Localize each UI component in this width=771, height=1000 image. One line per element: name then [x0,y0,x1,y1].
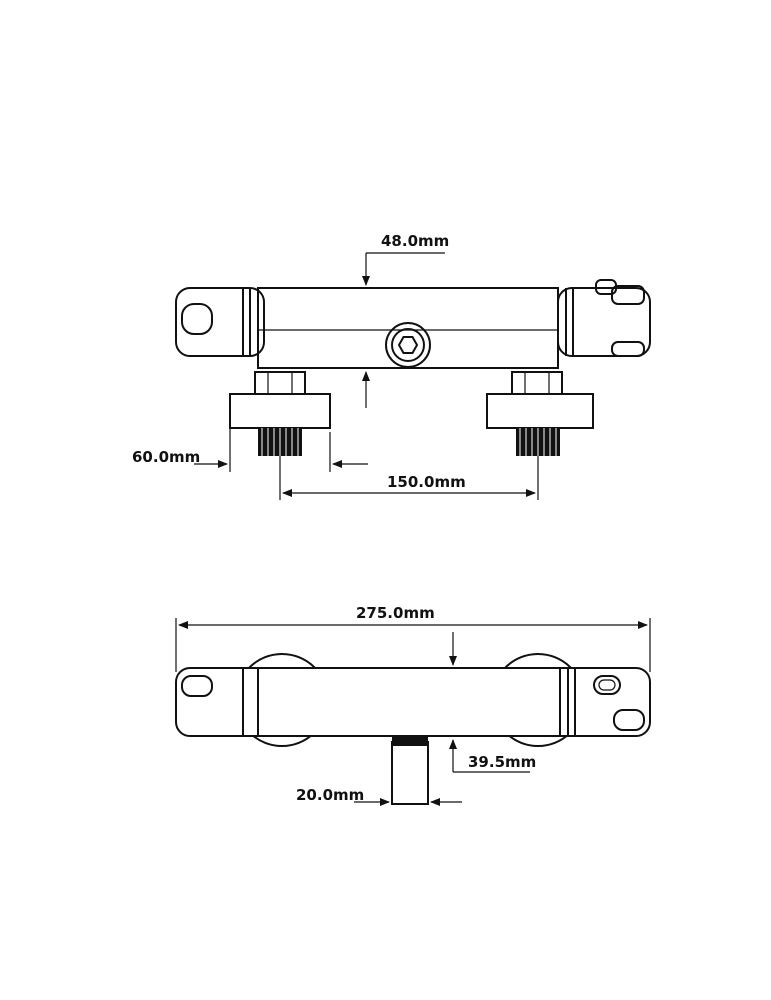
top-left-handle-slot [181,303,213,335]
top-right-nut [511,371,563,395]
top-right-flange [486,393,594,429]
hex-socket-icon [397,336,419,354]
dim-150mm-label: 150.0mm [387,473,466,491]
dim-275mm-label: 275.0mm [356,604,435,622]
dim-48mm: 48.0mm [362,232,449,408]
dim-20mm-label: 20.0mm [296,786,364,804]
top-center-port [385,322,431,368]
bottom-left-slot [181,675,213,697]
dim-60mm: 60.0mm [132,420,368,472]
top-left-flange [229,393,331,429]
dim-39-5mm: 39.5mm [449,632,536,773]
bottom-outlet [391,741,429,805]
top-view: 48.0mm 60.0mm 150.0mm [132,232,651,500]
top-left-nut [254,371,306,395]
bottom-view: 275.0mm 39.5mm 20.0mm [175,604,651,806]
bottom-main-bar [175,667,651,737]
bottom-right-slot [593,675,621,695]
dim-39-5mm-label: 39.5mm [468,753,536,771]
dim-48mm-label: 48.0mm [381,232,449,250]
top-right-handle [557,287,651,357]
dim-60mm-label: 60.0mm [132,448,200,466]
dim-150mm: 150.0mm [279,456,539,500]
top-left-handle [175,287,265,357]
dim-275mm: 275.0mm [175,604,651,672]
dim-20mm: 20.0mm [296,786,462,806]
bottom-outlet-thread [392,736,428,746]
